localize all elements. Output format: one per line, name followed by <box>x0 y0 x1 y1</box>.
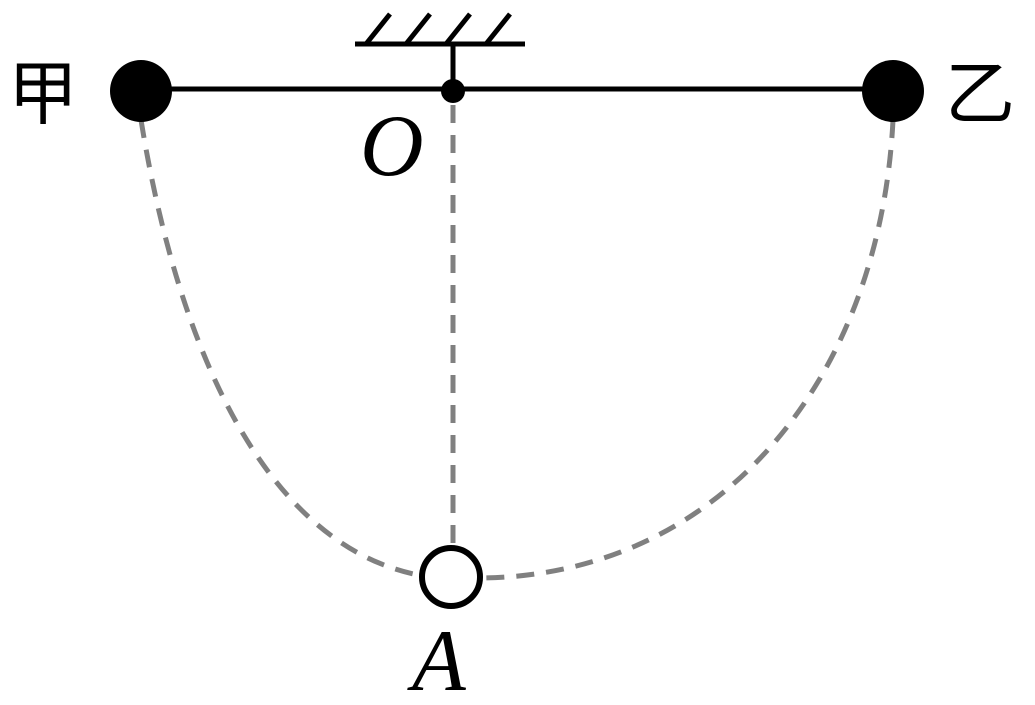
label-o: O <box>360 98 424 195</box>
pivot-dot-icon <box>441 79 465 103</box>
label-a: A <box>407 613 467 705</box>
label-jia: 甲 <box>8 53 78 135</box>
point-a-marker <box>419 545 483 609</box>
ball-jia <box>110 60 172 122</box>
label-yi: 乙 <box>945 53 1015 135</box>
ball-yi <box>862 60 924 122</box>
right-swing-arc <box>481 119 896 581</box>
left-swing-arc <box>138 119 419 578</box>
hatched-ceiling-icon <box>355 12 525 90</box>
